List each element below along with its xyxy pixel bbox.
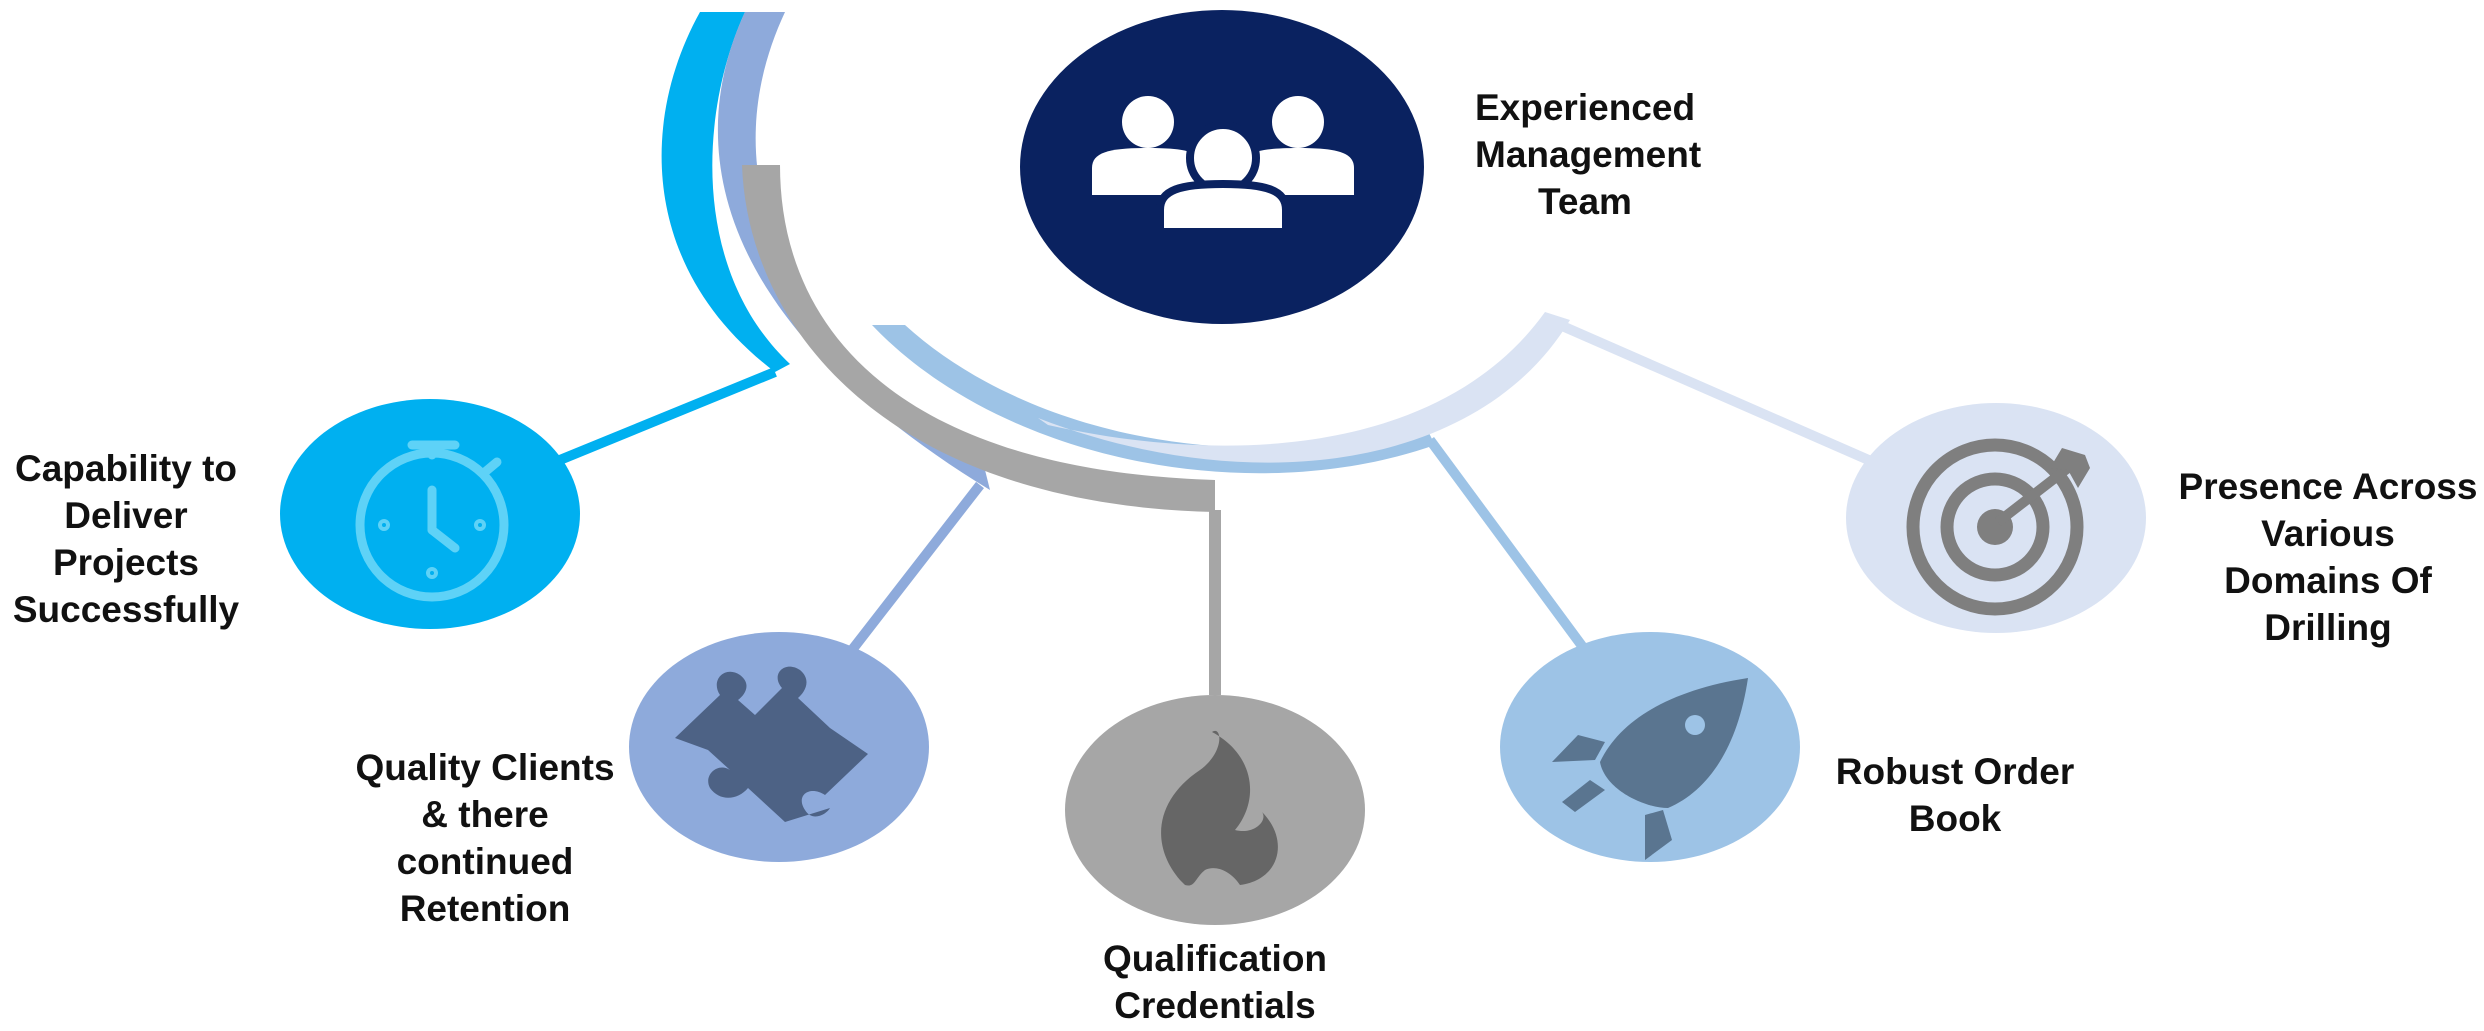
order-book-title-line-2: Book (1908, 798, 2002, 839)
presence-title-line-4: Drilling (2264, 607, 2392, 648)
node-capability (280, 399, 580, 629)
people-group-icon (1092, 96, 1354, 236)
label-capability: Capability to Deliver Projects Successfu… (6, 445, 246, 633)
label-order-book: Robust Order Book (1820, 748, 2090, 842)
connector-presence (1557, 320, 1883, 470)
connector-capability (553, 367, 777, 467)
hub-node (1020, 10, 1424, 324)
presence-title-line-1: Presence Across (2178, 466, 2478, 507)
capability-title-line-3: Projects (52, 542, 199, 583)
quality-clients-title-line-3: continued (396, 841, 574, 882)
hub-title-line-2: Management (1475, 134, 1702, 175)
target-arrow-icon (1906, 438, 2090, 616)
node-order-book (1500, 632, 1800, 862)
label-quality-clients: Quality Clients & there continued Retent… (345, 744, 625, 932)
order-book-title-line-1: Robust Order (1835, 751, 2075, 792)
node-quality-clients (629, 632, 929, 862)
capability-title-line-2: Deliver (64, 495, 188, 536)
quality-clients-title-line-1: Quality Clients (355, 747, 615, 788)
capability-title-line-4: Successfully (12, 589, 240, 630)
stopwatch-icon (355, 440, 509, 602)
arc-band-capability (661, 12, 790, 372)
label-presence: Presence Across Various Domains Of Drill… (2178, 463, 2478, 651)
hub-title-line-1: Experienced (1475, 87, 1696, 128)
presence-title-line-3: Domains Of (2224, 560, 2432, 601)
qualification-title-line-2: Credentials (1114, 985, 1316, 1026)
qualification-title-line-1: Qualification (1102, 938, 1328, 979)
arc-band-qualification (742, 165, 1215, 512)
label-hub: Experienced Management Team (1475, 84, 1702, 225)
flame-icon (1161, 730, 1278, 886)
arc-band-presence (1038, 312, 1570, 463)
presence-title-line-2: Various (2261, 513, 2395, 554)
capability-title-line-1: Capability to (14, 448, 238, 489)
quality-clients-title-line-4: Retention (399, 888, 571, 929)
node-qualification (1065, 695, 1365, 925)
arc-bands (661, 12, 1570, 512)
connector-order-book (1425, 437, 1590, 653)
connector-quality-clients (848, 481, 984, 654)
connectors (553, 320, 1883, 695)
node-presence (1846, 403, 2146, 633)
hub-title-line-3: Team (1538, 181, 1632, 222)
label-qualification: Qualification Credentials (1075, 935, 1355, 1029)
rocket-icon (1552, 678, 1748, 860)
puzzle-piece-icon (675, 666, 868, 822)
quality-clients-title-line-2: & there (421, 794, 549, 835)
